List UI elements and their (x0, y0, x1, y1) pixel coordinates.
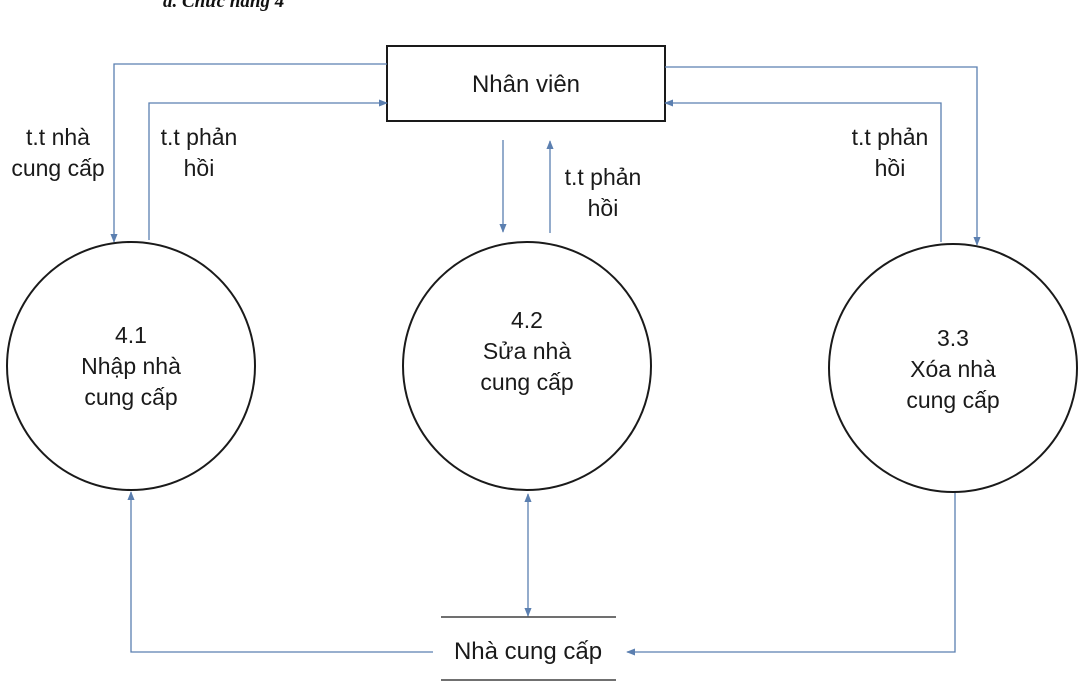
flow-label-left-in: t.t nhà cung cấp (11, 124, 104, 181)
flow-label-line1: t.t phản (565, 164, 642, 190)
datastore-label: Nhà cung cấp (454, 638, 602, 665)
flow-label-line2: hồi (184, 155, 215, 181)
process-id: 4.1 (115, 322, 147, 348)
flow-store-right (626, 492, 956, 656)
process-name-line2: cung cấp (480, 369, 573, 395)
flow-label-line1: t.t phản (161, 124, 238, 150)
flow-label-line2: hồi (588, 195, 619, 221)
process-name-line1: Xóa nhà (910, 356, 996, 382)
process-3-3: 3.3 Xóa nhà cung cấp (828, 243, 1078, 493)
process-name-line1: Sửa nhà (483, 338, 572, 364)
flow-label-line1: t.t phản (852, 124, 929, 150)
flow-left-in (110, 63, 387, 243)
entity-label: Nhân viên (472, 71, 580, 98)
section-heading: d. Chức năng 4 (163, 0, 285, 12)
flow-label-line1: t.t nhà (26, 124, 90, 150)
datastore-nha-cung-cap: Nhà cung cấp (441, 616, 616, 681)
flow-left-out (148, 99, 388, 240)
process-id: 4.2 (511, 307, 543, 333)
entity-nhan-vien: Nhân viên (386, 45, 666, 122)
flow-right-in (665, 66, 981, 246)
process-4-1: 4.1 Nhập nhà cung cấp (6, 241, 256, 491)
process-name-line1: Nhập nhà (81, 353, 181, 379)
flow-label-right-out: t.t phản hồi (852, 124, 929, 181)
flow-label-left-out: t.t phản hồi (161, 124, 238, 181)
flow-label-line2: hồi (875, 155, 906, 181)
process-name-line2: cung cấp (906, 387, 999, 413)
process-4-2: 4.2 Sửa nhà cung cấp (402, 241, 652, 491)
flow-label-center-out: t.t phản hồi (565, 164, 642, 221)
flow-store-left (127, 491, 433, 653)
process-id: 3.3 (937, 325, 969, 351)
process-name-line2: cung cấp (84, 384, 177, 410)
flow-label-line2: cung cấp (11, 155, 104, 181)
flow-right-out (664, 99, 942, 242)
